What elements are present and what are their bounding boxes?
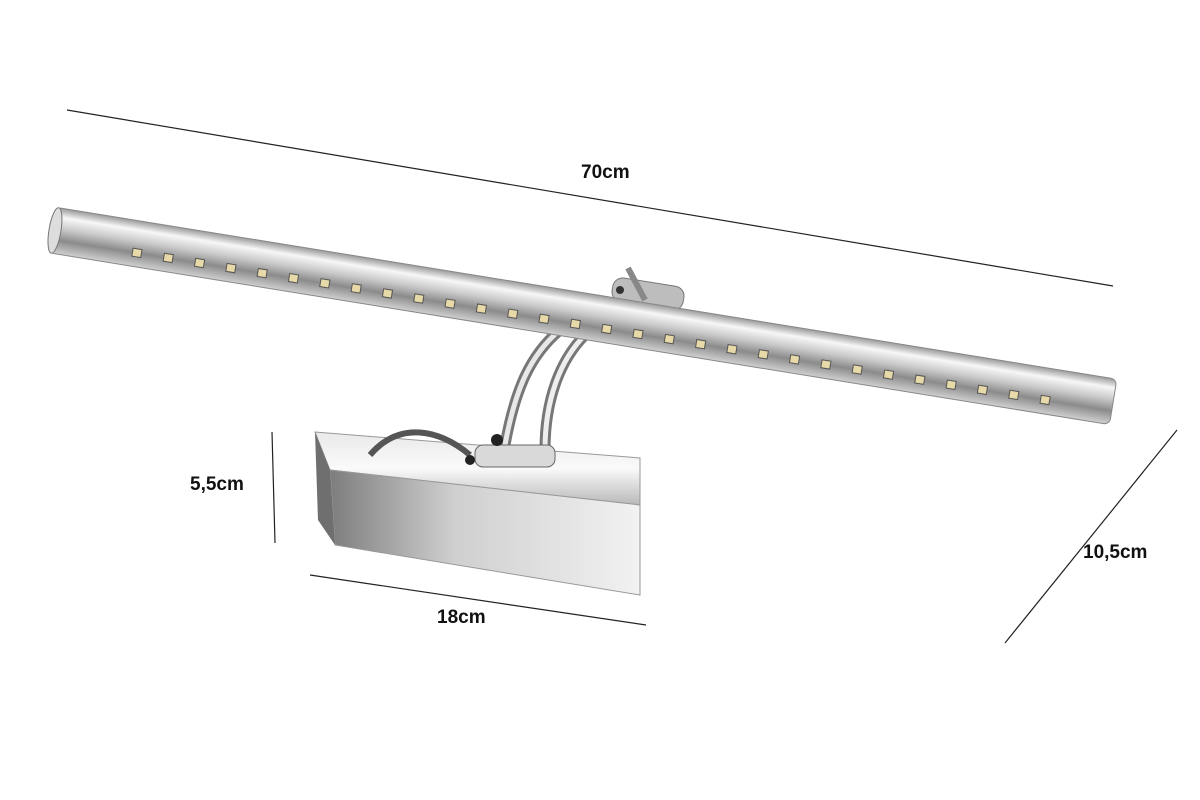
led-chip xyxy=(538,313,550,325)
led-chip xyxy=(914,374,926,385)
led-chip xyxy=(131,247,143,259)
led-chip xyxy=(820,359,832,370)
height-dimension-line xyxy=(271,431,276,544)
led-chip xyxy=(413,293,425,304)
height-label: 5,5cm xyxy=(190,474,244,495)
led-chip xyxy=(569,318,582,330)
led-chip xyxy=(694,338,707,350)
led-chip xyxy=(1008,389,1020,401)
led-chip xyxy=(287,272,300,284)
led-chip xyxy=(788,354,801,365)
led-chip xyxy=(726,344,738,355)
led-chip xyxy=(350,283,362,294)
wall-mount-base xyxy=(314,429,641,596)
depth-label: 10,5cm xyxy=(1083,542,1148,563)
led-chip xyxy=(256,267,268,279)
length-dimension-line xyxy=(66,109,1114,287)
led-chip xyxy=(976,384,989,396)
led-chip xyxy=(1039,394,1051,406)
length-label: 70cm xyxy=(581,162,630,183)
led-chip xyxy=(225,262,237,274)
led-chip xyxy=(381,288,394,299)
lamp-arms xyxy=(499,324,591,456)
led-chip xyxy=(475,303,488,314)
led-chip xyxy=(663,333,675,345)
led-chip xyxy=(851,364,863,375)
led-row xyxy=(131,247,1051,406)
base-width-label: 18cm xyxy=(437,607,486,628)
led-chip xyxy=(319,278,331,289)
depth-dimension-line xyxy=(1004,429,1178,644)
led-light-bar xyxy=(47,207,1117,425)
led-chip xyxy=(444,298,456,309)
led-chip xyxy=(882,369,895,380)
led-chip xyxy=(632,328,644,340)
led-chip xyxy=(193,257,206,269)
led-chip xyxy=(507,308,519,319)
led-chip xyxy=(162,252,174,264)
base-width-dimension-line xyxy=(309,574,647,626)
led-chip xyxy=(945,379,957,390)
led-chip xyxy=(757,349,769,360)
led-chip xyxy=(601,323,613,335)
